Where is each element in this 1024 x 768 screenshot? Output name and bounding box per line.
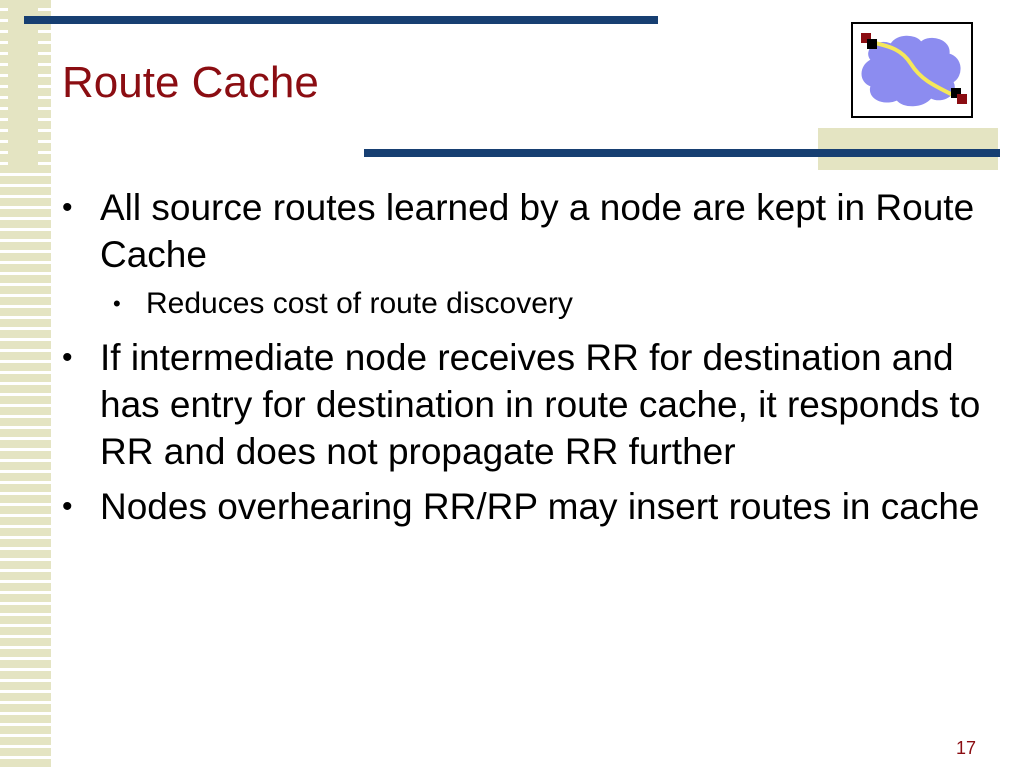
bullet-item: • If intermediate node receives RR for d… <box>62 334 1007 475</box>
destination-node-back <box>957 94 967 104</box>
cloud-shape <box>861 35 961 107</box>
sub-bullet-marker: • <box>113 291 121 316</box>
route-path <box>870 40 956 98</box>
bullet-list: • All source routes learned by a node ar… <box>62 184 1007 538</box>
bullet-text: If intermediate node receives RR for des… <box>100 337 981 472</box>
bullet-marker: • <box>62 490 73 523</box>
bullet-text: All source routes learned by a node are … <box>100 187 975 275</box>
bullet-item: • All source routes learned by a node ar… <box>62 184 1007 278</box>
sub-bullet-text: Reduces cost of route discovery <box>146 287 573 320</box>
source-node-back <box>861 33 871 43</box>
network-cloud-icon-graphic <box>861 33 967 107</box>
page-number: 17 <box>955 738 976 758</box>
network-cloud-icon <box>851 22 973 118</box>
bullet-marker: • <box>62 191 73 224</box>
source-node <box>867 39 877 49</box>
sub-bullet-item: • Reduces cost of route discovery <box>62 284 1007 324</box>
bullet-text: Nodes overhearing RR/RP may insert route… <box>100 486 980 527</box>
title-underline <box>364 149 1000 157</box>
slide-title: Route Cache <box>62 58 319 107</box>
bullet-item: • Nodes overhearing RR/RP may insert rou… <box>62 483 1007 530</box>
bullet-marker: • <box>62 341 73 374</box>
top-accent-line <box>24 16 658 24</box>
left-solid-decoration <box>8 0 38 170</box>
destination-node <box>951 88 961 98</box>
